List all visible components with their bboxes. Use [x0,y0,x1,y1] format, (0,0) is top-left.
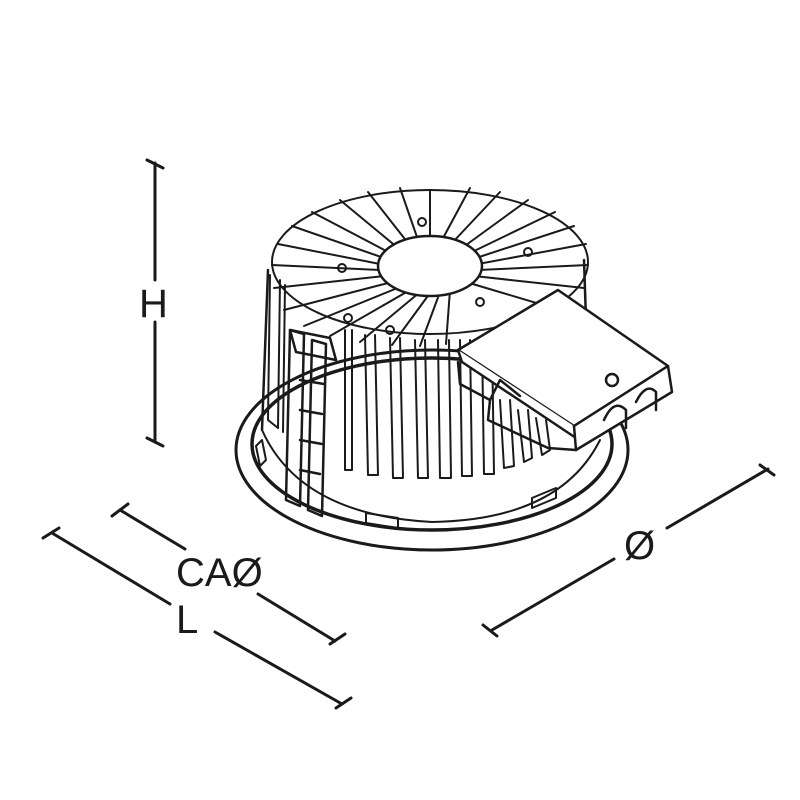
trim-ring-outer [234,348,630,552]
cutout-diameter-label: CAØ [176,551,263,595]
driver-screw-hole [604,372,620,388]
spring-clip [284,328,338,518]
cable-entry-2 [634,387,658,412]
luminaire-illustration [234,187,674,552]
driver-box [456,288,674,452]
length-label: L [176,598,198,642]
base-slots [255,439,557,529]
radial-heatsink [271,187,589,347]
height-dimension: H [139,158,168,448]
height-label: H [139,282,168,326]
diameter-dimension: Ø [481,463,776,638]
cable-entry-1 [602,404,628,430]
diameter-label: Ø [624,524,655,568]
length-dimension: L [41,526,353,710]
cutout-diameter-dimension: CAØ [110,502,347,646]
trim-ring-inner [250,356,614,532]
center-opening [376,234,484,298]
